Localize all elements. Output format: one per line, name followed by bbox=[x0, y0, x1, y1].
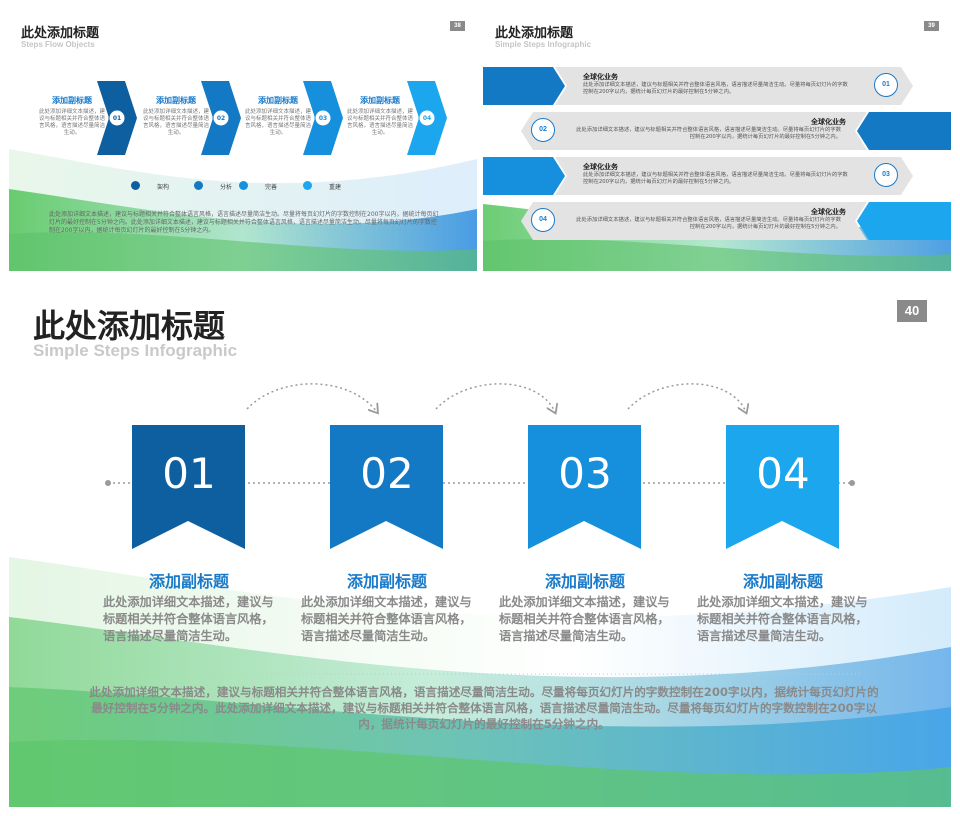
tile-02 bbox=[330, 425, 443, 549]
timeline-start-dot bbox=[105, 480, 111, 486]
tile-04-heading: 添加副标题 bbox=[742, 572, 823, 591]
tile-03-desc: 此处添加详细文本描述，建议与标题相关并符合整体语言风格，语言描述尽量简洁生动。 bbox=[499, 595, 670, 643]
arrow-3-4 bbox=[627, 383, 746, 412]
tile-01-number: 01 bbox=[162, 449, 216, 498]
slide-subtitle: Simple Steps Infographic bbox=[33, 341, 238, 360]
step-desc: 此处添加详细文本描述，建议与标题相关并符合整体语言风格，语言描述尽量简洁生动。 bbox=[38, 109, 105, 136]
row-heading: 全球化业务 bbox=[583, 73, 618, 81]
legend-dot bbox=[239, 181, 248, 190]
tiles-graphic bbox=[99, 383, 861, 675]
step-desc: 此处添加详细文本描述，建议与标题相关并符合整体语言风格，语言描述尽量简洁生动。 bbox=[244, 109, 311, 136]
legend-label: 完善 bbox=[265, 184, 278, 191]
chevron-04-number: 04 bbox=[422, 115, 432, 122]
page-number-badge: 39 bbox=[924, 21, 939, 31]
tile-01 bbox=[132, 425, 245, 549]
tile-04-number: 04 bbox=[756, 449, 810, 498]
page-number-badge: 40 bbox=[897, 300, 927, 322]
step-desc: 此处添加详细文本描述，建议与标题相关并符合整体语言风格，语言描述尽量简洁生动。 bbox=[142, 109, 209, 136]
slide-title: 此处添加标题 bbox=[21, 26, 100, 41]
chevron-01-number: 01 bbox=[112, 115, 122, 122]
row-desc: 此处添加详细文本描述，建议与标题相关并符合整体语言风格，语言描述尽量简洁生动。尽… bbox=[583, 82, 848, 95]
legend-dot bbox=[194, 181, 203, 190]
legend-label: 架构 bbox=[157, 184, 170, 191]
slide-title: 此处添加标题 bbox=[495, 26, 574, 41]
legend-label: 重建 bbox=[329, 184, 342, 191]
slide-subtitle: Steps Flow Objects bbox=[21, 40, 95, 49]
chevron-03 bbox=[303, 81, 343, 155]
tile-04 bbox=[726, 425, 839, 549]
row-desc: 此处添加详细文本描述，建议与标题相关并符合整体语言风格，语言描述尽量简洁生动。尽… bbox=[576, 127, 841, 140]
legend-label: 分析 bbox=[220, 184, 233, 191]
row-number-01: 01 bbox=[874, 73, 898, 97]
legend-dot bbox=[303, 181, 312, 190]
step-04-text: 添加副标题 此处添加详细文本描述，建议与标题相关并符合整体语言风格，语言描述尽量… bbox=[345, 95, 415, 137]
tile-02-desc: 此处添加详细文本描述，建议与标题相关并符合整体语言风格，语言描述尽量简洁生动。 bbox=[301, 595, 472, 643]
row-desc: 此处添加详细文本描述，建议与标题相关并符合整体语言风格，语言描述尽量简洁生动。尽… bbox=[576, 217, 841, 230]
step-01-text: 添加副标题 此处添加详细文本描述，建议与标题相关并符合整体语言风格，语言描述尽量… bbox=[37, 95, 107, 137]
tile-04-desc: 此处添加详细文本描述，建议与标题相关并符合整体语言风格，语言描述尽量简洁生动。 bbox=[697, 595, 868, 643]
row-number-04: 04 bbox=[531, 208, 555, 232]
body-paragraph: 此处添加详细文本描述，建议与标题相关并符合整体语言风格，语言描述尽量简洁生动。尽… bbox=[49, 211, 439, 234]
row-heading: 全球化业务 bbox=[583, 163, 618, 171]
step-desc: 此处添加详细文本描述，建议与标题相关并符合整体语言风格，语言描述尽量简洁生动。 bbox=[346, 109, 413, 136]
chevron-row bbox=[97, 81, 447, 155]
row-heading: 全球化业务 bbox=[811, 118, 846, 126]
chevron-03-number: 03 bbox=[318, 115, 328, 122]
slide-40-main[interactable]: 此处添加标题 Simple Steps Infographic 40 01 02… bbox=[9, 287, 951, 807]
step-heading: 添加副标题 bbox=[360, 96, 400, 105]
tile-01-desc: 此处添加详细文本描述，建议与标题相关并符合整体语言风格，语言描述尽量简洁生动。 bbox=[103, 595, 274, 643]
slide-subtitle: Simple Steps Infographic bbox=[495, 40, 592, 49]
row-desc: 此处添加详细文本描述，建议与标题相关并符合整体语言风格，语言描述尽量简洁生动。尽… bbox=[583, 172, 848, 185]
row-number-03: 03 bbox=[874, 163, 898, 187]
step-heading: 添加副标题 bbox=[52, 96, 92, 105]
legend-dot bbox=[131, 181, 140, 190]
chevron-02 bbox=[201, 81, 241, 155]
chevron-02-number: 02 bbox=[216, 115, 226, 122]
row-heading: 全球化业务 bbox=[811, 208, 846, 216]
timeline-end-dot bbox=[849, 480, 855, 486]
row-number-02: 02 bbox=[531, 118, 555, 142]
tile-02-heading: 添加副标题 bbox=[346, 572, 427, 591]
slide-39-thumbnail[interactable]: 此处添加标题 Simple Steps Infographic 39 01 全球… bbox=[483, 9, 951, 271]
wave-background bbox=[9, 557, 951, 807]
page-number-badge: 38 bbox=[450, 21, 465, 31]
slide-title: 此处添加标题 bbox=[33, 307, 226, 345]
step-heading: 添加副标题 bbox=[258, 96, 298, 105]
tile-03-heading: 添加副标题 bbox=[544, 572, 625, 591]
tile-01-heading: 添加副标题 bbox=[148, 572, 229, 591]
body-paragraph: 此处添加详细文本描述，建议与标题相关并符合整体语言风格，语言描述尽量简洁生动。尽… bbox=[89, 685, 879, 731]
chevron-04 bbox=[407, 81, 447, 155]
arrow-1-2 bbox=[246, 383, 377, 412]
step-heading: 添加副标题 bbox=[156, 96, 196, 105]
wave-background bbox=[9, 149, 477, 271]
tile-02-number: 02 bbox=[360, 449, 414, 498]
tile-03-number: 03 bbox=[558, 449, 612, 498]
row-bars bbox=[483, 67, 951, 240]
slide-38-thumbnail[interactable]: 此处添加标题 Steps Flow Objects 38 01 02 03 04… bbox=[9, 9, 477, 271]
step-03-text: 添加副标题 此处添加详细文本描述，建议与标题相关并符合整体语言风格，语言描述尽量… bbox=[243, 95, 313, 137]
arrow-2-3 bbox=[435, 383, 555, 412]
chevron-01 bbox=[97, 81, 137, 155]
tile-03 bbox=[528, 425, 641, 549]
step-02-text: 添加副标题 此处添加详细文本描述，建议与标题相关并符合整体语言风格，语言描述尽量… bbox=[141, 95, 211, 137]
